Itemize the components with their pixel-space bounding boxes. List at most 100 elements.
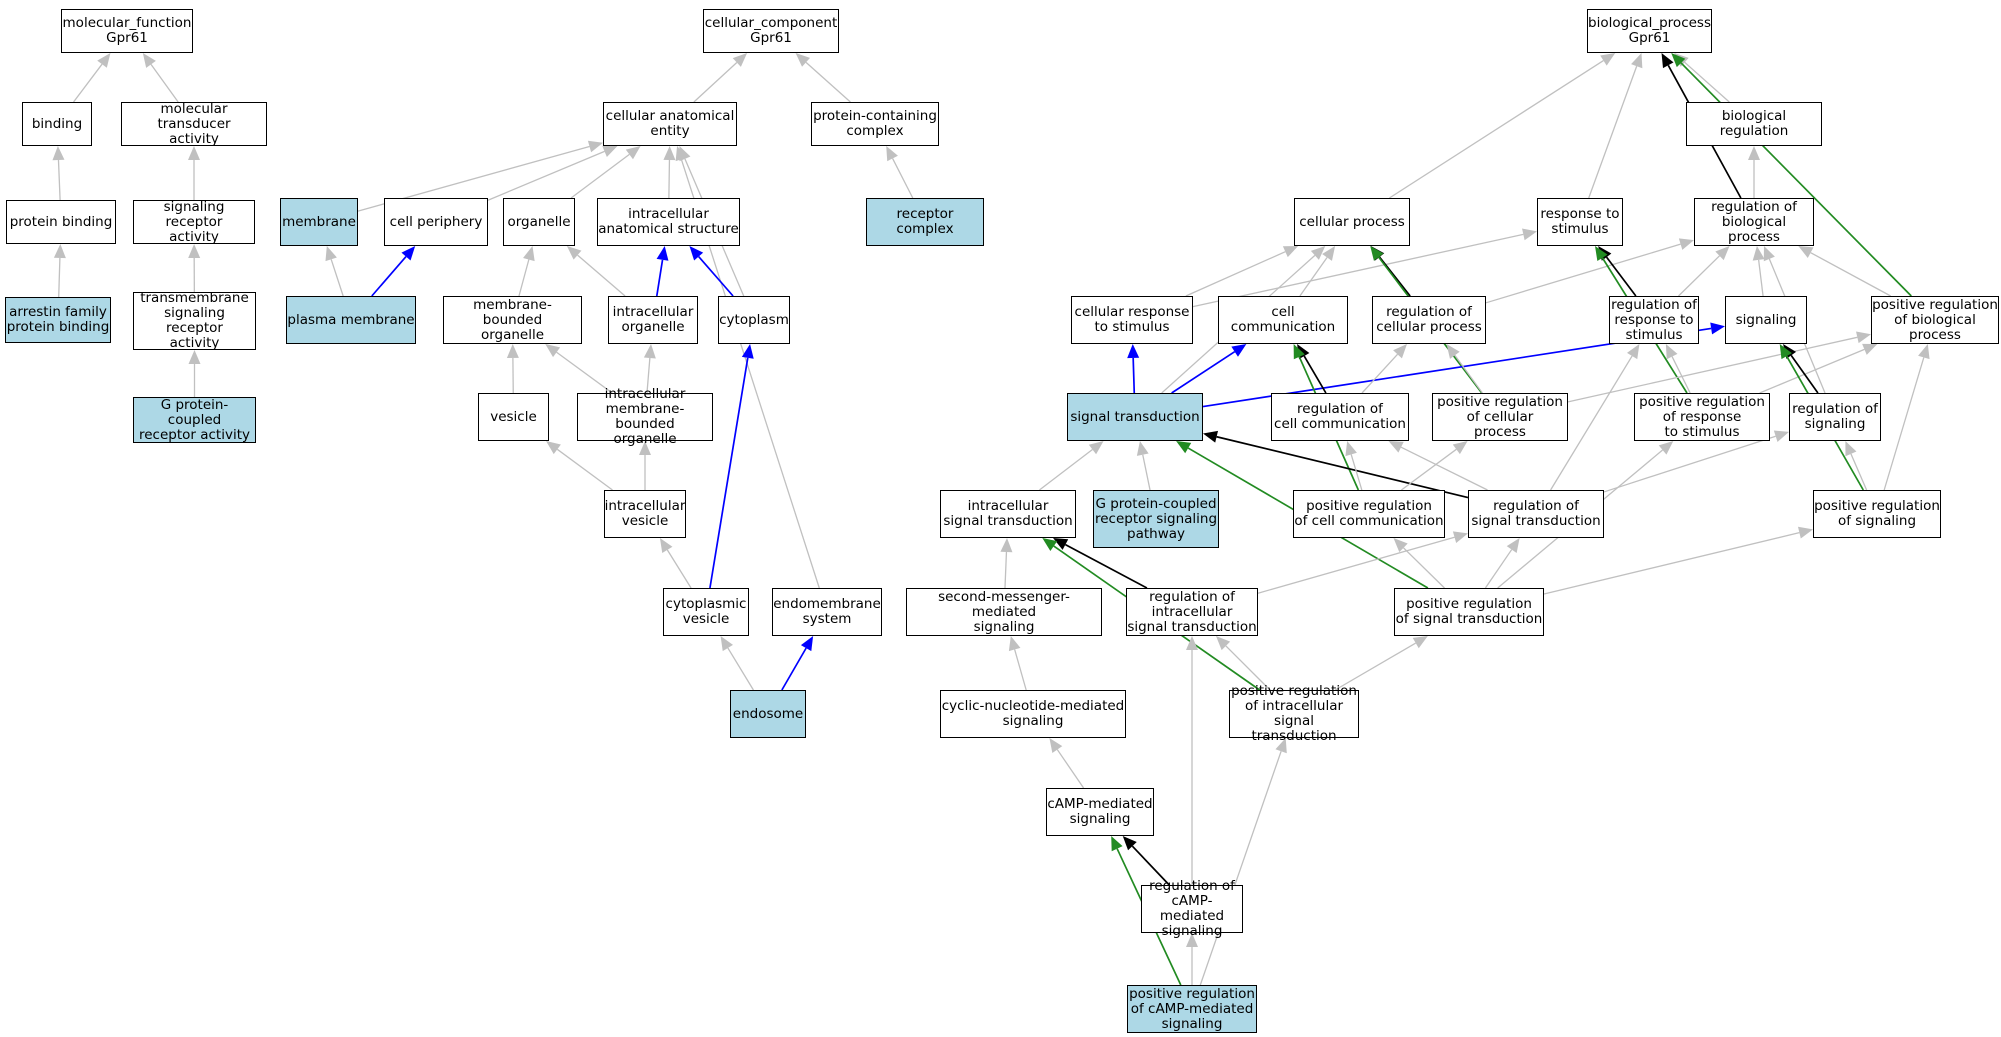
term-node-membrane-bounded-organelle[interactable]: membrane-bounded organelle [443,296,582,344]
term-node-positive-regulation-of-camp-mediated-signaling[interactable]: positive regulation of cAMP-mediated sig… [1127,985,1257,1033]
edge-arrowhead [1506,538,1520,553]
term-node-positive-regulation-of-signal-transduction[interactable]: positive regulation of signal transducti… [1394,588,1544,636]
term-node-intracellular-signal-transduction[interactable]: intracellular signal transduction [940,490,1076,538]
edge-is-a-positive-regulation-of-biological-process-to-regulation-of-biological-process [1798,246,1891,297]
term-node-vesicle[interactable]: vesicle [478,393,549,441]
term-node-positive-regulation-of-cellular-process[interactable]: positive regulation of cellular process [1432,393,1568,441]
edge-line [693,62,738,103]
edge-line [1361,353,1398,394]
term-node-regulation-of-biological-process[interactable]: regulation of biological process [1694,198,1814,246]
term-node-regulation-of-intracellular-signal-transduction[interactable]: regulation of intracellular signal trans… [1126,588,1258,636]
edge-is-a-positive-regulation-of-intracellular-signal-transduction-to-positive-regulation-of-signal-transduction [1334,636,1428,691]
term-node-positive-regulation-of-signaling[interactable]: positive regulation of signaling [1813,490,1941,538]
term-node-molecular-function[interactable]: molecular_function Gpr61 [61,9,193,53]
term-node-cytoplasm[interactable]: cytoplasm [718,296,790,344]
term-node-regulation-of-cellular-process[interactable]: regulation of cellular process [1372,296,1486,344]
edge-arrowhead [1127,344,1140,359]
term-node-gpcr-activity[interactable]: G protein-coupled receptor activity [133,397,256,443]
term-node-signaling[interactable]: signaling [1725,296,1807,344]
term-node-biological-regulation[interactable]: biological regulation [1686,102,1822,146]
term-node-organelle[interactable]: organelle [503,198,575,246]
term-node-protein-containing-complex[interactable]: protein-containing complex [811,102,939,146]
edge-arrowhead [1088,441,1104,455]
edge-line [1039,448,1093,491]
term-node-regulation-of-signal-transduction[interactable]: regulation of signal transduction [1468,490,1604,538]
edge-arrowhead [1393,538,1408,553]
edge-line [371,256,407,297]
edge-arrowhead [566,246,582,260]
term-node-intracellular-membrane-bounded-organelle[interactable]: intracellular membrane-bounded organelle [577,387,713,447]
term-node-protein-binding[interactable]: protein binding [6,200,116,244]
term-node-plasma-membrane[interactable]: plasma membrane [286,296,416,344]
term-node-regulation-of-signaling[interactable]: regulation of signaling [1789,393,1881,441]
edge-arrowhead [142,53,156,68]
edge-is-a-positive-regulation-of-intracellular-signal-transduction-to-regulation-of-intracellular-signal-transduction [1216,636,1271,691]
edge-arrowhead [643,344,656,359]
edge-line [1142,454,1151,491]
term-node-response-to-stimulus[interactable]: response to stimulus [1537,198,1623,246]
term-node-cytoplasmic-vesicle[interactable]: cytoplasmic vesicle [663,588,749,636]
term-node-positive-regulation-of-intracellular-signal-transduction[interactable]: positive regulation of intracellular sig… [1229,684,1359,744]
term-node-transmembrane-signaling-receptor-activity[interactable]: transmembrane signaling receptor activit… [133,291,256,351]
term-node-positive-regulation-of-biological-process[interactable]: positive regulation of biological proces… [1871,296,1999,344]
term-node-second-messenger-mediated-signaling[interactable]: second-messenger-mediated signaling [906,588,1102,636]
edge-is-a-positive-regulation-of-signal-transduction-to-positive-regulation-of-signaling [1543,526,1813,595]
term-node-endomembrane-system[interactable]: endomembrane system [772,588,882,636]
term-node-binding[interactable]: binding [22,102,92,146]
term-node-camp-mediated-signaling[interactable]: cAMP-mediated signaling [1046,788,1154,836]
edge-arrowhead [401,246,416,261]
edge-arrowhead [639,441,651,455]
term-node-regulation-of-camp-mediated-signaling[interactable]: regulation of cAMP-mediated signaling [1141,879,1243,939]
term-node-cell-periphery[interactable]: cell periphery [384,198,488,246]
term-node-intracellular-organelle[interactable]: intracellular organelle [608,296,698,344]
edge-arrowhead [1671,53,1686,68]
term-node-cellular-component[interactable]: cellular_component Gpr61 [703,9,839,53]
edge-line [58,257,61,298]
term-node-intracellular-anatomical-structure[interactable]: intracellular anatomical structure [597,198,740,246]
term-node-cell-communication[interactable]: cell communication [1218,296,1348,344]
edge-regulates-regulation-of-signal-transduction-to-signal-transduction [1203,430,1469,499]
edge-arrowhead [1862,343,1878,355]
edge-is-a-positive-regulation-of-cell-communication-to-positive-regulation-of-cellular-process [1401,441,1468,491]
edge-arrowhead [325,246,337,262]
term-node-cellular-process[interactable]: cellular process [1294,198,1410,246]
edge-line [1671,356,1691,394]
term-node-cellular-response-to-stimulus[interactable]: cellular response to stimulus [1071,296,1193,344]
edge-part-of-plasma-membrane-to-cell-periphery [371,246,416,297]
term-node-intracellular-vesicle[interactable]: intracellular vesicle [604,490,686,538]
term-node-membrane[interactable]: membrane [280,198,358,246]
term-node-regulation-of-response-to-stimulus[interactable]: regulation of response to stimulus [1609,296,1699,344]
edge-arrowhead [587,140,603,153]
term-node-cyclic-nucleotide-mediated-signaling[interactable]: cyclic-nucleotide-mediated signaling [940,690,1126,738]
edge-regulates-regulation-of-intracellular-signal-transduction-to-intracellular-signal-transduction [1053,538,1148,589]
term-node-cellular-anatomical-entity[interactable]: cellular anatomical entity [603,102,737,146]
edge-is-a-regulation-of-intracellular-signal-transduction-to-regulation-of-signal-transduction [1257,531,1468,594]
edge-arrowhead [1393,344,1407,359]
edge-is-a-positive-regulation-of-camp-mediated-signaling-to-positive-regulation-of-intracellular-signal-transduction [1199,738,1287,986]
edge-is-a-cell-periphery-to-cellular-anatomical-entity [487,145,618,201]
term-node-gpcr-signaling-pathway[interactable]: G protein-coupled receptor signaling pat… [1093,490,1219,548]
edge-arrowhead [1042,538,1058,551]
term-node-signal-transduction[interactable]: signal transduction [1067,393,1203,441]
term-node-biological-process[interactable]: biological_process Gpr61 [1587,9,1712,53]
term-node-positive-regulation-of-cell-communication[interactable]: positive regulation of cell communicatio… [1293,490,1445,538]
term-node-regulation-of-cell-communication[interactable]: regulation of cell communication [1271,393,1409,441]
term-node-signaling-receptor-activity[interactable]: signaling receptor activity [133,199,255,244]
edge-arrowhead [523,246,535,262]
edge-line [646,357,651,394]
edge-arrowhead [1661,53,1674,69]
term-node-receptor-complex[interactable]: receptor complex [866,198,984,246]
edge-is-a-positive-regulation-of-camp-mediated-signaling-to-regulation-of-camp-mediated-signaling [1186,933,1198,985]
edge-line [1299,257,1328,297]
edge-arrowhead [659,538,673,554]
edge-arrowhead [546,441,561,455]
term-node-arrestin-family-protein-binding[interactable]: arrestin family protein binding [5,297,111,343]
edge-line [1014,649,1027,691]
edge-arrowhead [1322,246,1336,261]
term-node-endosome[interactable]: endosome [730,690,806,738]
term-node-molecular-transducer-activity[interactable]: molecular transducer activity [121,101,267,146]
edge-arrowhead [656,246,669,261]
edge-line [1378,256,1411,297]
edge-arrowhead [1203,430,1219,443]
term-node-positive-regulation-of-response-to-stimulus[interactable]: positive regulation of response to stimu… [1634,393,1770,441]
